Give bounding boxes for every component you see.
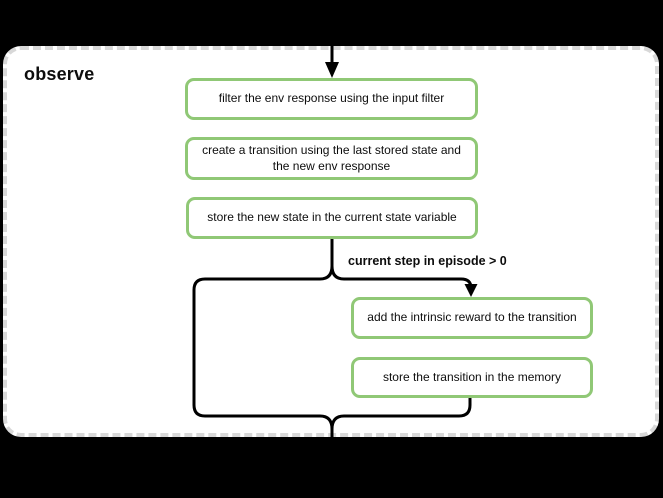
branch-right-arrowhead-icon — [464, 284, 478, 297]
node-filter-env-response: filter the env response using the input … — [185, 78, 478, 120]
node-add-intrinsic-reward: add the intrinsic reward to the transiti… — [351, 297, 593, 339]
condition-label: current step in episode > 0 — [348, 254, 507, 268]
observe-group-label: observe — [24, 64, 95, 84]
edge-store-transition-to-merge — [330, 396, 472, 431]
edge-branch-left-loop — [192, 264, 334, 464]
edge-branch-right — [330, 264, 473, 292]
node-store-transition: store the transition in the memory — [351, 357, 593, 398]
entry-arrowhead-icon — [325, 62, 339, 78]
node-create-transition: create a transition using the last store… — [185, 137, 478, 180]
node-store-new-state: store the new state in the current state… — [186, 197, 478, 239]
